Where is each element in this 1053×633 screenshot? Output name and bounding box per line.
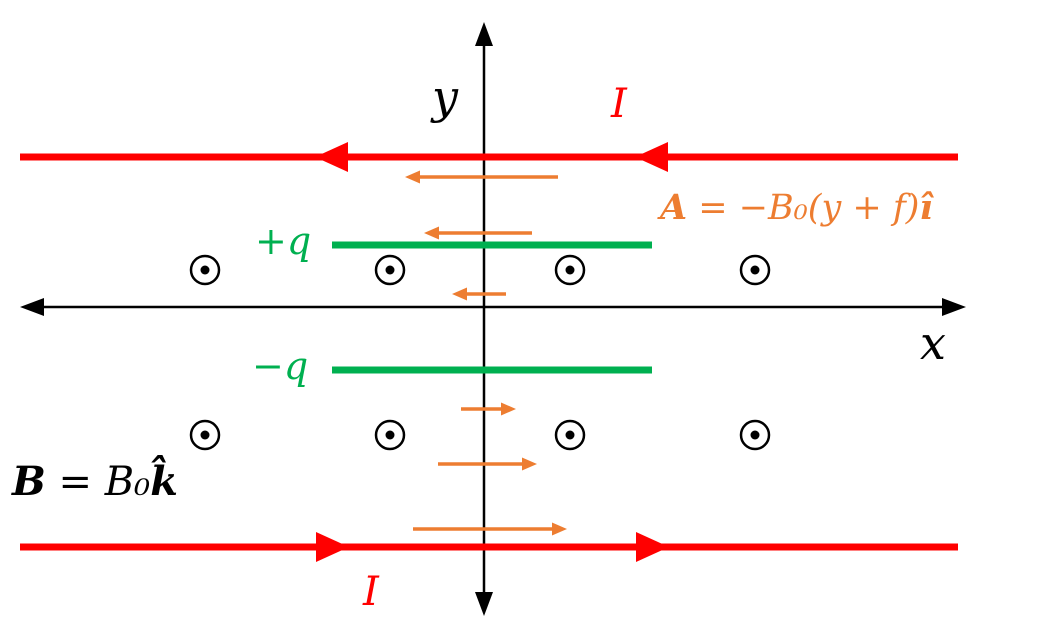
vector-potential-equation: A = −B₀(y + f)î xyxy=(660,190,933,226)
current-direction-arrowhead xyxy=(635,142,668,172)
field-out-of-page-icon xyxy=(739,419,771,451)
x-axis-left-arrowhead xyxy=(20,298,44,316)
field-out-of-page-icon xyxy=(189,254,221,286)
vector-potential-arrowhead xyxy=(405,170,420,184)
current-direction-arrowhead xyxy=(636,532,669,562)
vector-potential-arrows xyxy=(405,170,567,536)
field-dot-center xyxy=(565,430,575,440)
field-out-of-page-icon xyxy=(189,419,221,451)
coordinate-axes xyxy=(20,22,966,616)
negative-charge-label: −q xyxy=(252,344,309,388)
magnetic-field-symbol: B xyxy=(12,458,46,505)
field-dot-center xyxy=(385,430,395,440)
positive-charge-label: +q xyxy=(255,219,312,263)
field-dot-center xyxy=(565,265,575,275)
field-dot-center xyxy=(200,430,210,440)
vector-potential-arrowhead xyxy=(552,522,567,536)
current-label-top: I xyxy=(611,81,627,127)
current-direction-arrowhead xyxy=(315,142,348,172)
y-axis-label: y xyxy=(432,70,458,124)
field-out-of-page-icon xyxy=(554,254,586,286)
y-axis-top-arrowhead xyxy=(475,22,493,46)
vector-potential-expression: = −B₀(y + f) xyxy=(687,188,920,228)
field-dot-center xyxy=(385,265,395,275)
field-out-of-page-icon xyxy=(374,419,406,451)
z-unit-vector: k̂ xyxy=(150,458,178,505)
x-axis-label: x xyxy=(920,316,946,370)
magnetic-field-expression: = B₀ xyxy=(45,459,151,505)
vector-potential-arrowhead xyxy=(424,226,439,240)
field-out-of-page-icon xyxy=(554,419,586,451)
magnetic-field-dots xyxy=(189,254,771,451)
vector-potential-arrowhead xyxy=(501,402,516,416)
vector-potential-arrowhead xyxy=(522,457,537,471)
x-unit-vector: î xyxy=(919,187,933,228)
vector-potential-symbol: A xyxy=(660,187,688,228)
field-out-of-page-icon xyxy=(374,254,406,286)
field-dot-center xyxy=(750,430,760,440)
field-out-of-page-icon xyxy=(739,254,771,286)
current-wires xyxy=(20,142,958,562)
x-axis-right-arrowhead xyxy=(942,298,966,316)
y-axis-bottom-arrowhead xyxy=(475,592,493,616)
field-dot-center xyxy=(200,265,210,275)
charged-plates xyxy=(332,241,652,374)
current-label-bottom: I xyxy=(363,569,379,615)
current-direction-arrowhead xyxy=(316,532,349,562)
vector-potential-arrowhead xyxy=(452,287,467,301)
field-dot-center xyxy=(750,265,760,275)
magnetic-field-equation: B = B₀k̂ xyxy=(12,459,178,505)
